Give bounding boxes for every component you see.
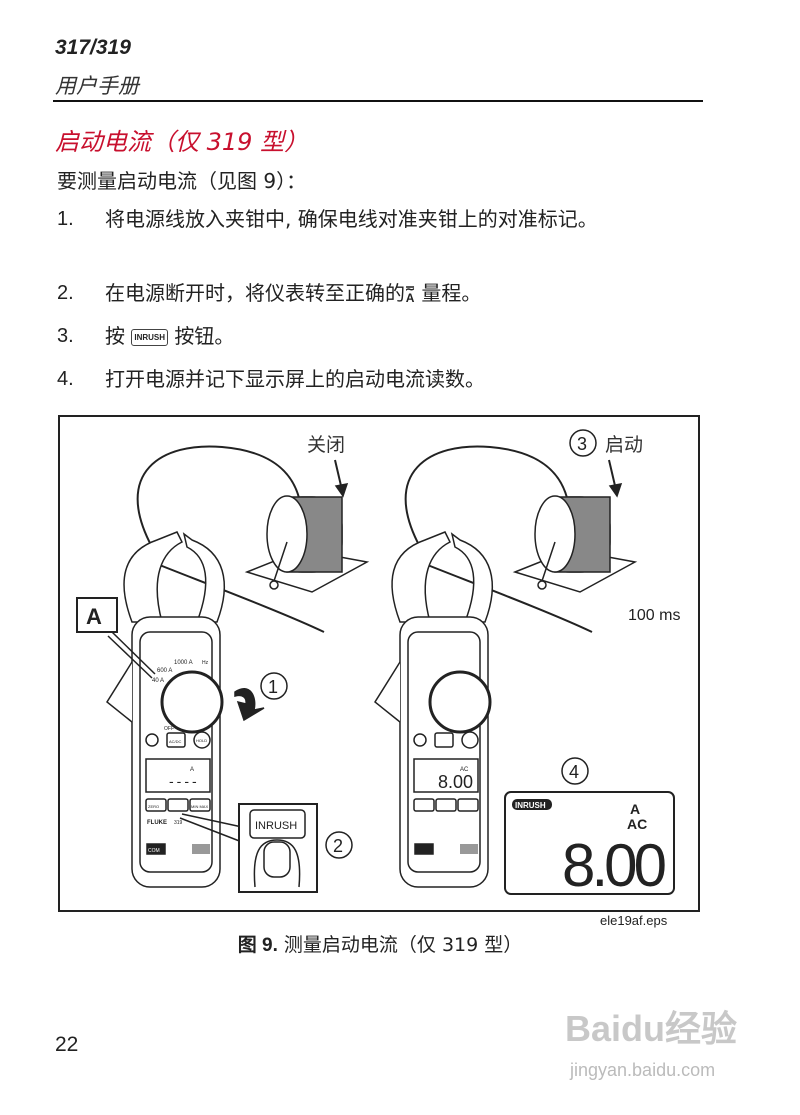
watermark-url: jingyan.baidu.com <box>570 1060 716 1080</box>
callout-2-circle <box>325 831 353 859</box>
meter-right-display: 8.00 <box>438 772 473 792</box>
arrowhead-on-icon <box>608 483 623 498</box>
lcd-display <box>504 791 675 895</box>
meter-left-display: ---- <box>169 773 200 789</box>
meter-com-jack: COM <box>148 848 160 854</box>
lcd-inrush-badge <box>512 799 552 810</box>
label-duration: 100 ms <box>628 607 680 624</box>
meter-minmax-button: MIN MAX <box>191 804 208 809</box>
motor-left <box>244 495 370 593</box>
section-title: 启动电流（仅 319 型） <box>55 128 309 156</box>
callout-a-box <box>76 597 118 633</box>
callout-3-label: 3 <box>577 434 587 454</box>
step-text: 按 INRUSH 按钮。 <box>105 322 705 351</box>
figure-illustration: 600 A 1000 A Hz 40 A OFF AC/DC HOLD ----… <box>76 429 680 899</box>
meter-brand: FLUKE <box>147 820 167 826</box>
meter-right-ac: AC <box>460 767 469 773</box>
step-number: 1. <box>57 208 74 230</box>
label-power-off: 关闭 <box>307 434 345 456</box>
amps-symbol: A <box>405 291 415 305</box>
meter-hold-button: HOLD <box>196 738 207 743</box>
ac-symbol: ≂ <box>405 281 416 295</box>
callout-1-circle <box>260 672 288 700</box>
figure-filename: ele19af.eps <box>600 913 668 928</box>
meter-model: 319 <box>174 820 183 826</box>
inset-leader <box>179 813 243 843</box>
section-intro: 要测量启动电流（见图 9）： <box>57 169 307 193</box>
ac-amps-icon: ≂A <box>405 281 416 305</box>
step-text: 打开电源并记下显示屏上的启动电流读数。 <box>105 367 485 391</box>
document-type: 用户手册 <box>55 74 139 98</box>
lcd-inrush-text: INRUSH <box>515 801 546 810</box>
figure-caption-number: 图 9. <box>237 935 278 956</box>
step-number: 4. <box>57 368 74 390</box>
cable-right <box>419 561 593 633</box>
arrowhead-off-icon <box>334 483 349 498</box>
clamp-meter-left <box>106 531 225 888</box>
cable-loop-right <box>404 445 571 548</box>
callout-a-label: A <box>86 604 102 629</box>
header-rule <box>53 100 703 102</box>
watermark-logo: Baidu经验 <box>565 1008 738 1049</box>
cable-loop-left <box>136 445 303 548</box>
step-text-before: 在电源断开时，将仪表转至正确的 <box>105 281 405 305</box>
callout-3-circle <box>569 429 597 457</box>
lcd-reading: 8.00 <box>562 832 667 899</box>
meter-range-40: 40 A <box>152 678 164 684</box>
label-power-on: 启动 <box>605 434 643 456</box>
inrush-key-icon: INRUSH <box>131 329 169 346</box>
inset-inrush-button: INRUSH <box>255 820 297 832</box>
figure-caption: 图 9. 测量启动电流（仅 319 型） <box>0 930 760 957</box>
meter-hz: Hz <box>202 660 209 666</box>
meter-acdc-button: AC/DC <box>169 739 182 744</box>
meter-range-600: 600 A <box>157 668 172 674</box>
meter-left-unit: A <box>190 767 194 773</box>
meter-range-1000: 1000 A <box>174 660 193 666</box>
figure-caption-text: 测量启动电流（仅 319 型） <box>283 934 523 956</box>
meter-zero-button: ZERO <box>148 804 159 809</box>
step-number: 3. <box>57 325 74 347</box>
callout-4-label: 4 <box>569 762 579 782</box>
clamp-meter-right <box>374 531 493 888</box>
rotate-arrow-icon <box>234 688 265 722</box>
step-text: 在电源断开时，将仪表转至正确的≂A 量程。 <box>105 279 705 308</box>
motor-right <box>512 495 638 593</box>
lcd-mode: AC <box>627 816 647 832</box>
lcd-unit: A <box>630 801 640 817</box>
model-number: 317/319 <box>55 36 131 59</box>
figure-9: 600 A 1000 A Hz 40 A OFF AC/DC HOLD ----… <box>58 415 700 912</box>
callout-2-label: 2 <box>333 836 343 856</box>
callout-a-leader <box>107 631 156 679</box>
step-text-after: 按钮。 <box>174 324 235 348</box>
step-text-before: 按 <box>105 324 125 348</box>
page-number: 22 <box>55 1033 79 1056</box>
step-number: 2. <box>57 282 74 304</box>
callout-1-label: 1 <box>268 677 278 697</box>
step-text-after: 量程。 <box>421 281 482 305</box>
callout-4-circle <box>561 757 589 785</box>
cable-left <box>151 561 325 633</box>
step-text: 将电源线放入夹钳中, 确保电线对准夹钳上的对准标记。 <box>105 207 598 231</box>
meter-off: OFF <box>164 726 174 732</box>
